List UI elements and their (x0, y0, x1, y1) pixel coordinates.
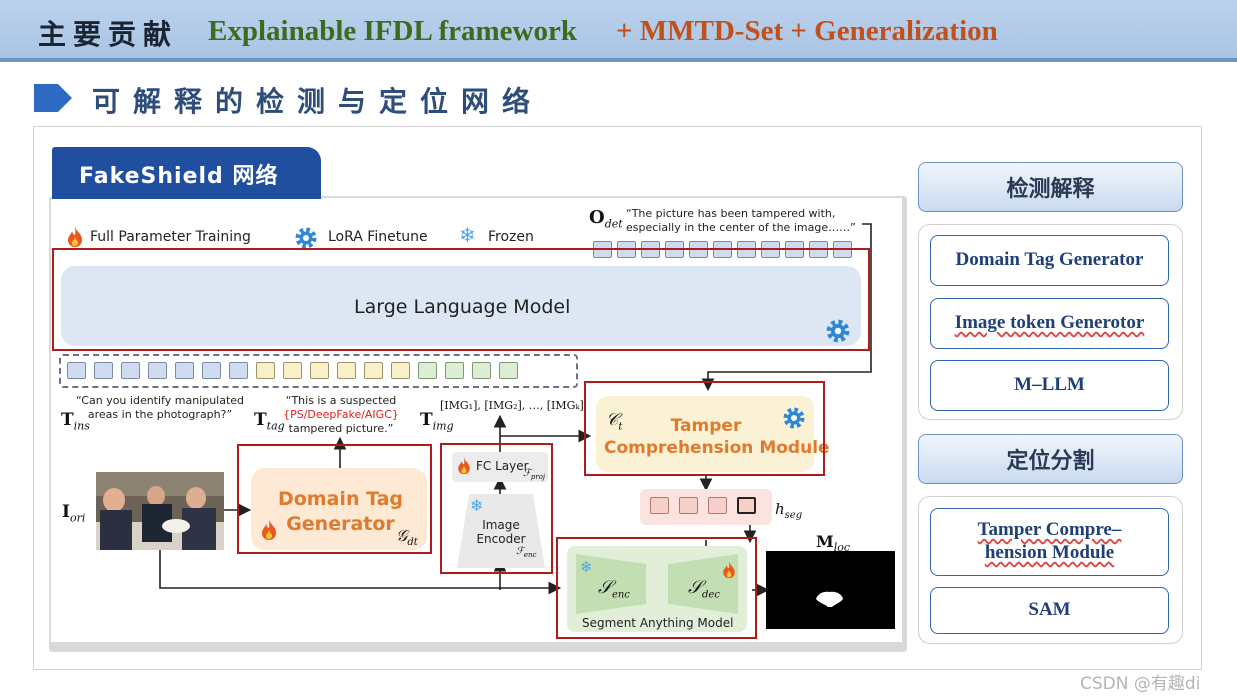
f-proj-symbol: ℱproj (523, 468, 546, 481)
s-enc-symbol: 𝒮enc (598, 577, 630, 601)
input-token-row (67, 362, 518, 379)
sam-highlight-box (556, 537, 757, 639)
header-title-en-secondary: + MMTD-Set + Generalization (616, 15, 998, 47)
legend-lora-label: LoRA Finetune (328, 229, 428, 245)
header-bar (0, 0, 1237, 62)
header-title-en-primary: Explainable IFDL framework (208, 15, 577, 47)
tcm-highlight-box (584, 381, 825, 476)
encoder-highlight-box (440, 443, 553, 574)
dtg-highlight-box (237, 444, 432, 554)
side-item-mllm: M–LLM (930, 360, 1169, 411)
section-title: 可解释的检测与定位网络 (92, 85, 544, 118)
input-token-frame (59, 354, 578, 388)
side-item-sam: SAM (930, 587, 1169, 634)
llm-gear-icon (826, 319, 850, 343)
section-arrow-icon (34, 84, 72, 112)
legend-frozen-label: Frozen (488, 229, 534, 245)
g-dt-symbol: 𝒢dt (396, 526, 418, 549)
fire-icon (68, 227, 82, 247)
m-loc-symbol: Mloc (816, 532, 851, 555)
hseg-token-row (650, 497, 756, 514)
llm-label: Large Language Model (354, 296, 571, 318)
locate-segment-header: 定位分割 (918, 434, 1183, 484)
img-token-text: [IMG₁], [IMG₂], …, [IMGₖ] (440, 399, 584, 412)
sam-label: Segment Anything Model (582, 616, 734, 630)
t-tag-text: “This is a suspected{PS/DeepFake/AIGC}ta… (283, 394, 399, 435)
side-item-domain-tag-generator: Domain Tag Generator (930, 235, 1169, 286)
sam-fire-icon (723, 561, 735, 579)
input-photo (96, 472, 224, 550)
encoder-snowflake-icon: ❄ (470, 496, 484, 515)
sam-shapes (576, 554, 738, 614)
llm-block (61, 266, 861, 346)
fakeshield-title: FakeShield 网络 (79, 164, 279, 189)
s-dec-symbol: 𝒮dec (688, 577, 720, 601)
image-encoder-block (457, 494, 545, 568)
f-enc-symbol: ℱenc (516, 546, 537, 559)
snowflake-icon: ❄ (459, 223, 476, 247)
domain-tag-generator-block (251, 468, 427, 550)
watermark: CSDN @有趣di (1080, 674, 1201, 694)
side-item-tcm: Tamper Compre–hension Module (930, 508, 1169, 576)
llm-highlight-box (52, 248, 870, 351)
legend-full-param-label: Full Parameter Training (90, 229, 251, 245)
fc-fire-icon (458, 457, 470, 475)
mask-output (766, 551, 895, 629)
side-item-image-token-generator: Image token Generotor (930, 298, 1169, 349)
c-t-symbol: 𝒞t (606, 410, 623, 433)
i-ori-symbol: Iori (62, 502, 86, 525)
gear-icon (295, 227, 317, 249)
h-seg-symbol: hseg (775, 500, 803, 521)
t-img-symbol: Timg (420, 410, 454, 433)
fc-layer-label: FC Layer (476, 459, 529, 473)
dtg-fire-icon (262, 520, 276, 540)
fakeshield-tab (52, 147, 321, 199)
t-ins-symbol: Tins (61, 410, 90, 433)
tcm-block (596, 396, 814, 472)
sam-snowflake-icon: ❄ (580, 558, 593, 576)
header-title-cn: 主要贡献 (38, 18, 179, 51)
o-det-text: “The picture has been tampered with,espe… (626, 207, 856, 234)
t-tag-symbol: Ttag (254, 410, 285, 433)
o-det-symbol: Odet (589, 207, 623, 231)
detect-explain-header: 检测解释 (918, 162, 1183, 212)
tcm-gear-icon (783, 407, 805, 429)
